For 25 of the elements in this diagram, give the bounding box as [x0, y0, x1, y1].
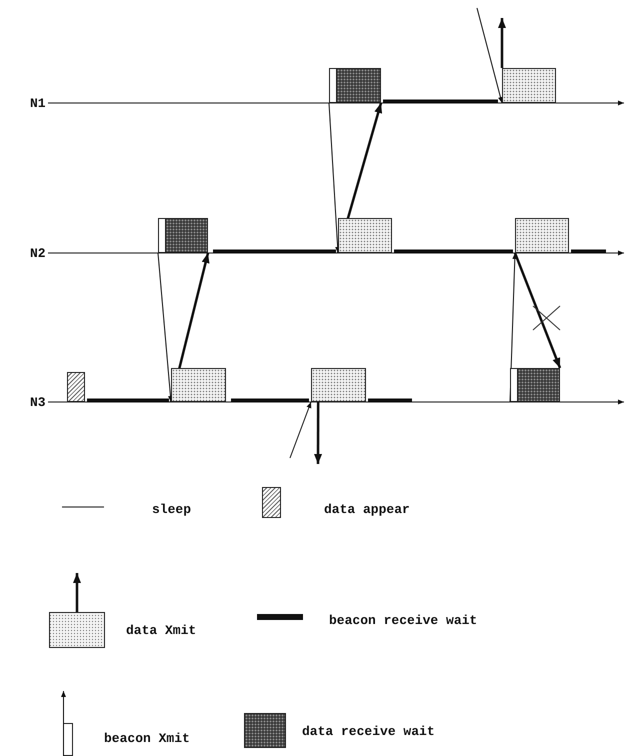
legend-label: beacon Xmit	[104, 732, 190, 745]
lane-label: N1	[30, 97, 46, 110]
transmit-box	[515, 218, 569, 253]
arrow	[314, 402, 322, 464]
lane-label: N2	[30, 247, 46, 260]
transmit-box	[311, 368, 366, 402]
receive-wait-box	[517, 368, 560, 402]
legend-label: sleep	[152, 503, 192, 516]
receive-wait-box	[336, 68, 381, 103]
transmit-box	[502, 68, 556, 103]
lane-label: N3	[30, 396, 46, 409]
arrow	[498, 18, 506, 68]
data-appear-box	[67, 372, 85, 402]
arrow	[476, 8, 503, 104]
arrow	[290, 402, 312, 458]
legend-label: data Xmit	[126, 624, 196, 637]
transmit-box	[338, 218, 392, 253]
transmit-box	[171, 368, 226, 402]
receive-wait-box	[165, 218, 208, 253]
arrow	[158, 252, 173, 402]
arrow	[328, 102, 340, 254]
legend-label: data receive wait	[302, 725, 435, 738]
arrow	[514, 252, 562, 368]
legend-label: data appear	[324, 503, 410, 516]
legend-label: beacon receive wait	[329, 614, 478, 627]
